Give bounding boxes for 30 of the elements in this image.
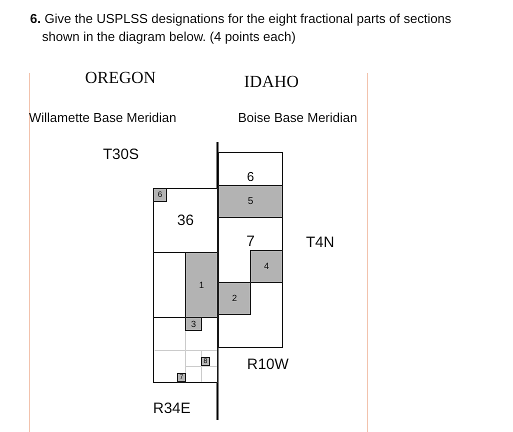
question-text: 6. Give the USPLSS designations for the eight fractional parts of sections shown in the diagram below. (4 points each)	[30, 10, 452, 46]
section-number: 2	[230, 294, 238, 303]
shaded-parcel	[153, 188, 167, 202]
meridian-name: Willamette Base Meridian	[29, 110, 176, 125]
township-label: T4N	[306, 234, 334, 251]
section-square	[153, 188, 218, 253]
section-square	[218, 282, 283, 348]
section-square	[218, 152, 283, 218]
shaded-parcel	[250, 250, 283, 283]
state-name: IDAHO	[244, 72, 299, 92]
shaded-parcel	[185, 252, 218, 318]
section-number: 3	[190, 320, 197, 328]
gridded-section	[153, 317, 218, 383]
section-square	[153, 252, 218, 318]
section-number: 4	[262, 262, 270, 271]
section-number: 1	[198, 280, 205, 290]
meridian-name: Boise Base Meridian	[238, 110, 358, 125]
shaded-parcel	[218, 282, 251, 315]
range-label: R34E	[153, 400, 191, 417]
section-number: 6	[246, 170, 256, 183]
shaded-parcel	[185, 317, 202, 331]
section-number: 7	[245, 234, 256, 249]
section-number: 5	[246, 196, 254, 206]
shaded-parcel	[218, 185, 283, 218]
state-name: OREGON	[85, 68, 156, 88]
section-square	[218, 217, 283, 283]
township-label: T30S	[103, 146, 139, 163]
section-number: 6	[156, 191, 164, 199]
range-label: R10W	[247, 356, 289, 373]
section-number: 36	[176, 213, 195, 228]
